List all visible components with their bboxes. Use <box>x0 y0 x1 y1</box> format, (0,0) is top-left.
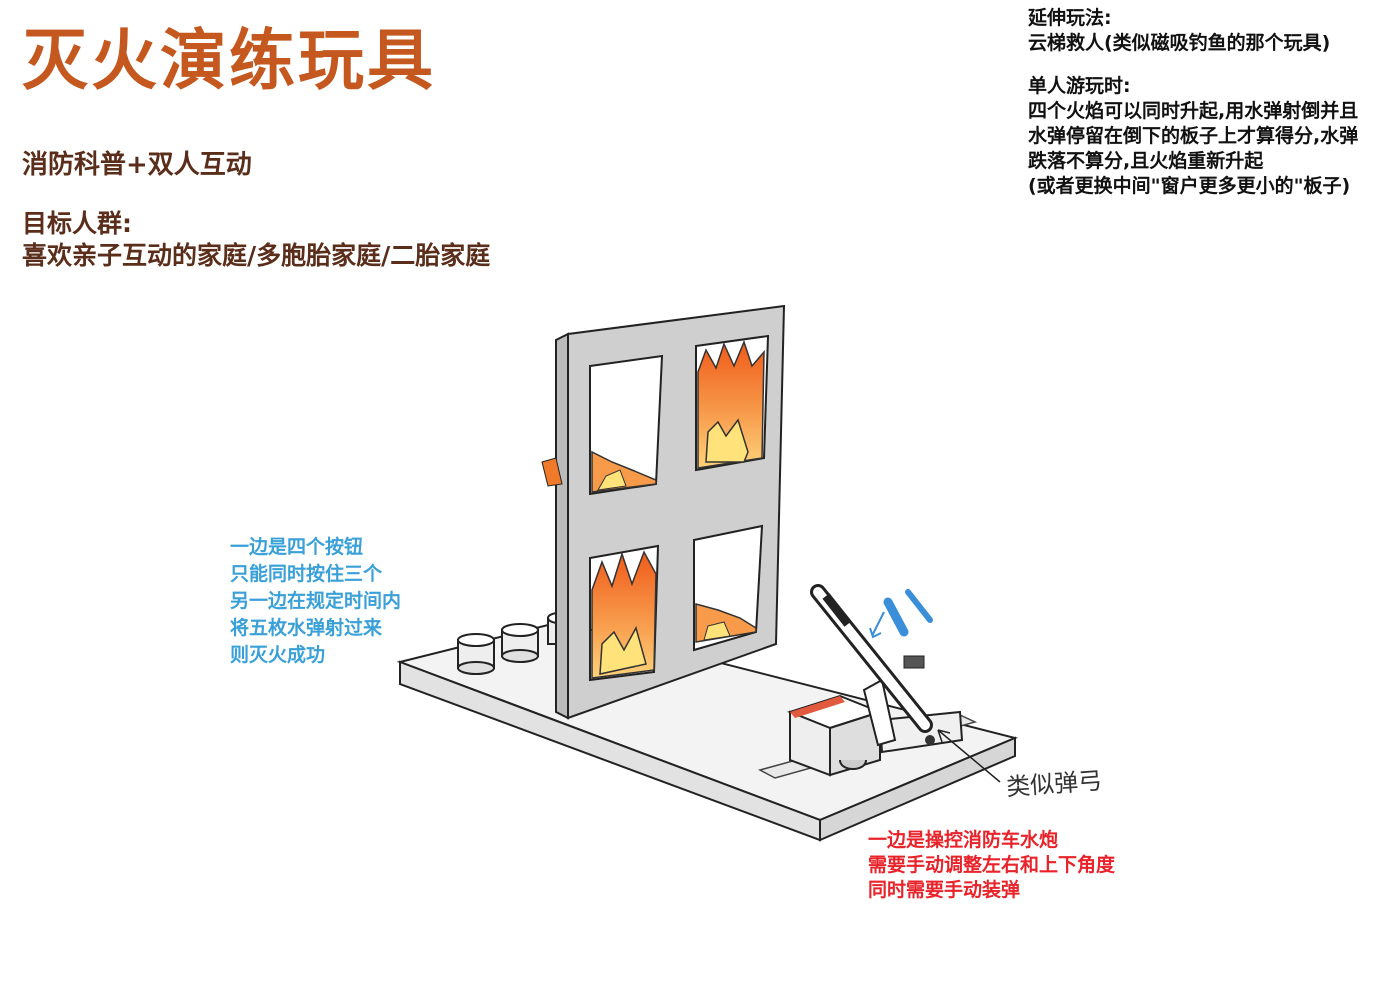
base-board <box>396 620 1019 842</box>
water-bullets <box>869 589 933 639</box>
audience-label: 目标人群: <box>22 209 132 238</box>
blue-note-line: 另一边在规定时间内 <box>230 590 402 612</box>
page-title: 灭火演练玩具 <box>22 22 436 99</box>
flame-top-right <box>697 339 765 469</box>
flame-bottom-right <box>695 603 757 643</box>
red-note-line: 一边是操控消防车水炮 <box>868 829 1059 851</box>
blue-note-line: 将五枚水弹射过来 <box>230 617 383 639</box>
blue-note-line: 只能同时按住三个 <box>230 563 383 585</box>
cannon-side-note: 一边是操控消防车水炮 需要手动调整左右和上下角度 同时需要手动装弹 <box>868 828 1115 903</box>
red-note-line: 同时需要手动装弹 <box>868 879 1021 901</box>
solo-line: (或者更换中间"窗户更多更小的"板子) <box>1028 175 1351 197</box>
red-note-line: 需要手动调整左右和上下角度 <box>868 854 1116 876</box>
extension-block: 延伸玩法: 云梯救人(类似磁吸钓鱼的那个玩具) <box>1028 6 1400 56</box>
solo-line: 四个火焰可以同时升起,用水弹射倒并且 <box>1028 100 1359 122</box>
blue-note-line: 则灭火成功 <box>230 644 326 666</box>
solo-block: 单人游玩时: 四个火焰可以同时升起,用水弹射倒并且 水弹停留在倒下的板子上才算得… <box>1028 74 1400 199</box>
water-cannon <box>810 584 935 747</box>
push-button <box>501 623 539 663</box>
extension-line: 云梯救人(类似磁吸钓鱼的那个玩具) <box>1028 32 1331 54</box>
extension-heading: 延伸玩法: <box>1028 7 1112 29</box>
solo-line: 跌落不算分,且火焰重新升起 <box>1028 150 1264 172</box>
slingshot-pointer <box>937 729 1001 783</box>
push-button <box>457 633 495 675</box>
fire-truck <box>787 694 964 777</box>
fire-wall-board <box>541 304 786 720</box>
blue-note-line: 一边是四个按钮 <box>230 536 364 558</box>
button-side-note: 一边是四个按钮 只能同时按住三个 另一边在规定时间内 将五枚水弹射过来 则灭火成… <box>230 534 401 669</box>
subtitle: 消防科普+双人互动 <box>22 150 252 180</box>
notes-panel: 延伸玩法: 云梯救人(类似磁吸钓鱼的那个玩具) 单人游玩时: 四个火焰可以同时升… <box>1028 6 1400 217</box>
audience-value: 喜欢亲子互动的家庭/多胞胎家庭/二胎家庭 <box>22 241 491 270</box>
solo-line: 水弹停留在倒下的板子上才算得分,水弹 <box>1028 125 1359 147</box>
flame-top-left <box>591 450 657 493</box>
solo-heading: 单人游玩时: <box>1028 75 1131 97</box>
flame-bottom-left <box>591 550 657 679</box>
